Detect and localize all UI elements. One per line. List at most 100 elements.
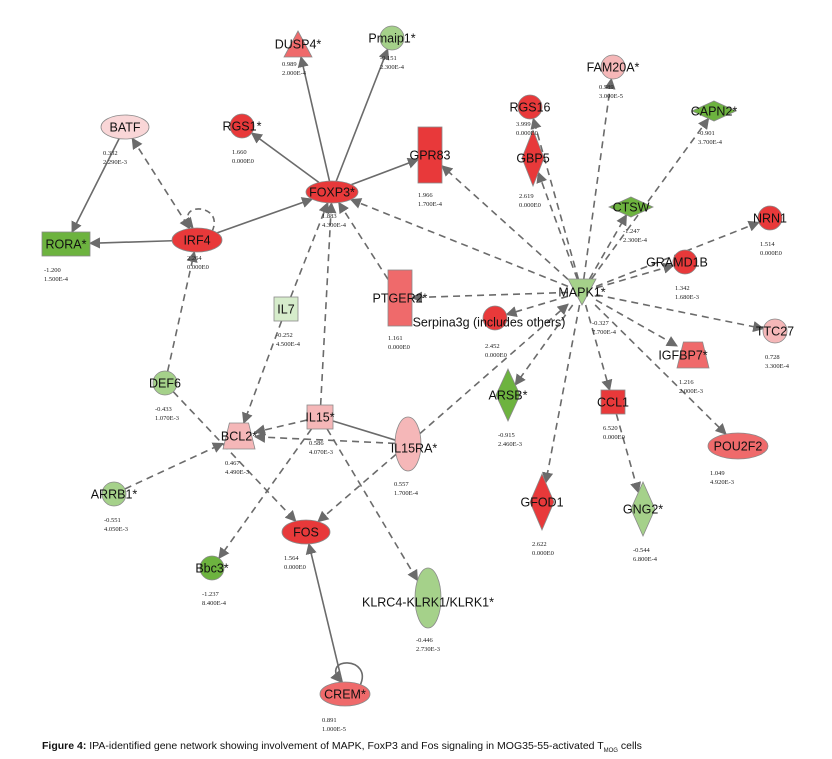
gene-label: IL15RA* <box>391 442 438 456</box>
fold-change-value: -1.247 <box>623 228 641 235</box>
gene-node-ccl1[interactable]: CCL1 <box>597 389 629 415</box>
node-shape-circle <box>757 205 783 231</box>
edge-mapk1-to-gpr83 <box>441 165 569 280</box>
gene-node-il15[interactable]: IL15* <box>305 404 335 430</box>
gene-node-gramd1b[interactable]: GRAMD1B <box>646 249 708 275</box>
caption-label: Figure 4: <box>42 740 87 752</box>
gene-node-ctsw[interactable]: CTSW <box>608 196 654 218</box>
edge-foxp3-to-dusp4 <box>297 55 331 182</box>
node-shape-diamond-v <box>529 472 555 532</box>
edge-il7-to-bcl2 <box>242 320 283 425</box>
gene-node-il15ra[interactable]: IL15RA* <box>391 416 438 472</box>
edge-irf4-to-rora <box>88 237 173 249</box>
fold-change-value: 1.966 <box>418 192 433 199</box>
gene-node-rora[interactable]: RORA* <box>41 231 91 257</box>
gene-node-klrc4[interactable]: KLRC4-KLRK1/KLRK1* <box>362 567 494 629</box>
gene-node-foxp3[interactable]: FOXP3* <box>305 180 359 204</box>
gene-node-fos[interactable]: FOS <box>281 519 331 545</box>
gene-label: MAPK1* <box>558 286 605 300</box>
p-value: 0.000E0 <box>388 344 410 351</box>
node-shape-diamond-h <box>608 196 654 218</box>
p-value: 6.800E-4 <box>633 556 658 563</box>
gene-node-irf4[interactable]: IRF4 <box>171 227 223 253</box>
node-shape-rect <box>306 404 334 430</box>
edge-mapk1-to-pou2f2 <box>594 304 727 435</box>
edge-il15ra-to-mapk1 <box>419 303 569 435</box>
gene-node-capn2[interactable]: CAPN2* <box>691 100 738 122</box>
edge-mapk1-to-gfod1 <box>542 304 581 484</box>
edge-batf-to-rora <box>71 138 120 234</box>
gene-node-rgs16[interactable]: RGS16 <box>510 94 551 120</box>
edge-mapk1-to-serpina3g <box>505 295 569 318</box>
gene-node-gng2[interactable]: GNG2* <box>623 481 663 537</box>
gene-node-crem[interactable]: CREM* <box>319 681 371 707</box>
gene-label: TTC27 <box>756 325 794 339</box>
fold-change-value: -0.551 <box>104 517 121 524</box>
edge-self-loop-irf4 <box>182 208 215 232</box>
edge-mapk1-to-foxp3 <box>349 198 569 288</box>
fold-change-value: -0.252 <box>276 332 293 339</box>
edge-mapk1-to-gramd1b <box>595 262 675 289</box>
fold-change-value: -0.915 <box>498 432 515 439</box>
edge-def6-to-irf4 <box>166 250 198 372</box>
gene-node-il7[interactable]: IL7 <box>273 296 299 322</box>
p-value: 1.500E-4 <box>44 276 69 283</box>
gene-label: IGFBP7* <box>658 349 707 363</box>
gene-node-pmaip1[interactable]: Pmaip1* <box>368 25 416 51</box>
gene-node-batf[interactable]: BATF <box>100 114 150 140</box>
gene-node-gpr83[interactable]: GPR83 <box>410 126 451 184</box>
fold-change-value: 2.619 <box>519 193 534 200</box>
gene-label: BATF <box>109 121 140 135</box>
edge-def6-to-fos <box>172 391 297 522</box>
node-shape-circle <box>229 113 255 139</box>
edge-foxp3-to-rgs1 <box>250 132 320 184</box>
node-shape-circle <box>600 54 626 80</box>
gene-node-igfbp7[interactable]: IGFBP7* <box>658 341 710 369</box>
gene-label: IL15* <box>305 411 334 425</box>
gene-node-arsb[interactable]: ARSB* <box>489 368 528 422</box>
gene-node-fam20a[interactable]: FAM20A* <box>587 54 640 80</box>
gene-node-ptger2[interactable]: PTGER2* <box>373 269 428 327</box>
gene-label: GBP5 <box>516 152 549 166</box>
gene-node-bcl2[interactable]: BCL2* <box>221 422 257 450</box>
edge-foxp3-to-pmaip1 <box>335 48 390 182</box>
gene-node-bbc3[interactable]: Bbc3* <box>195 555 229 581</box>
p-value: 4.050E-3 <box>104 526 128 533</box>
edge-il15-to-foxp3 <box>319 201 337 406</box>
gene-node-rgs1[interactable]: RGS1* <box>223 113 262 139</box>
fold-change-value: 0.467 <box>225 460 240 467</box>
p-value: 4.920E-3 <box>710 479 734 486</box>
p-value: 0.000E0 <box>603 434 625 441</box>
gene-label: CTSW <box>613 201 650 215</box>
edge-self-loop-crem <box>330 662 363 686</box>
gene-node-gbp5[interactable]: GBP5 <box>516 128 550 188</box>
edge-mapk1-to-gbp5 <box>536 171 578 280</box>
gene-label: RORA* <box>46 238 87 252</box>
gene-node-mapk1[interactable]: MAPK1* <box>558 278 606 306</box>
p-value: 1.070E-3 <box>155 415 179 422</box>
gene-node-nrn1[interactable]: NRN1 <box>753 205 787 231</box>
node-shape-ellipse-v <box>414 567 442 629</box>
gene-node-def6[interactable]: DEF6 <box>149 370 181 396</box>
node-shape-trapezoid <box>676 341 710 369</box>
gene-node-gfod1[interactable]: GFOD1 <box>520 472 564 532</box>
gene-node-dusp4[interactable]: DUSP4* <box>275 30 322 58</box>
gene-label: CAPN2* <box>691 105 738 119</box>
gene-node-arrb1[interactable]: ARRB1* <box>91 481 138 507</box>
gene-node-pou2f2[interactable]: POU2F2 <box>707 432 769 460</box>
fold-change-value: 1.660 <box>232 149 247 156</box>
edge-mapk1-to-igfbp7 <box>595 299 678 347</box>
p-value: 4.070E-3 <box>309 449 333 456</box>
gene-label: FOXP3* <box>309 186 355 200</box>
edge-ccl1-to-gng2 <box>615 413 642 494</box>
gene-node-ttc27[interactable]: TTC27 <box>756 318 794 344</box>
caption-text: IPA-identified gene network showing invo… <box>89 740 604 752</box>
gene-label: CREM* <box>324 688 366 702</box>
p-value: 3.000E-5 <box>599 93 623 100</box>
edge-batf-to-irf4 <box>131 137 191 230</box>
p-value: 4.490E-3 <box>225 469 249 476</box>
gene-node-serpina3g[interactable]: Serpina3g (includes others) <box>413 305 566 331</box>
edge-il15-to-il15ra <box>332 420 396 441</box>
node-shape-circle <box>482 305 508 331</box>
node-shape-circle <box>672 249 698 275</box>
